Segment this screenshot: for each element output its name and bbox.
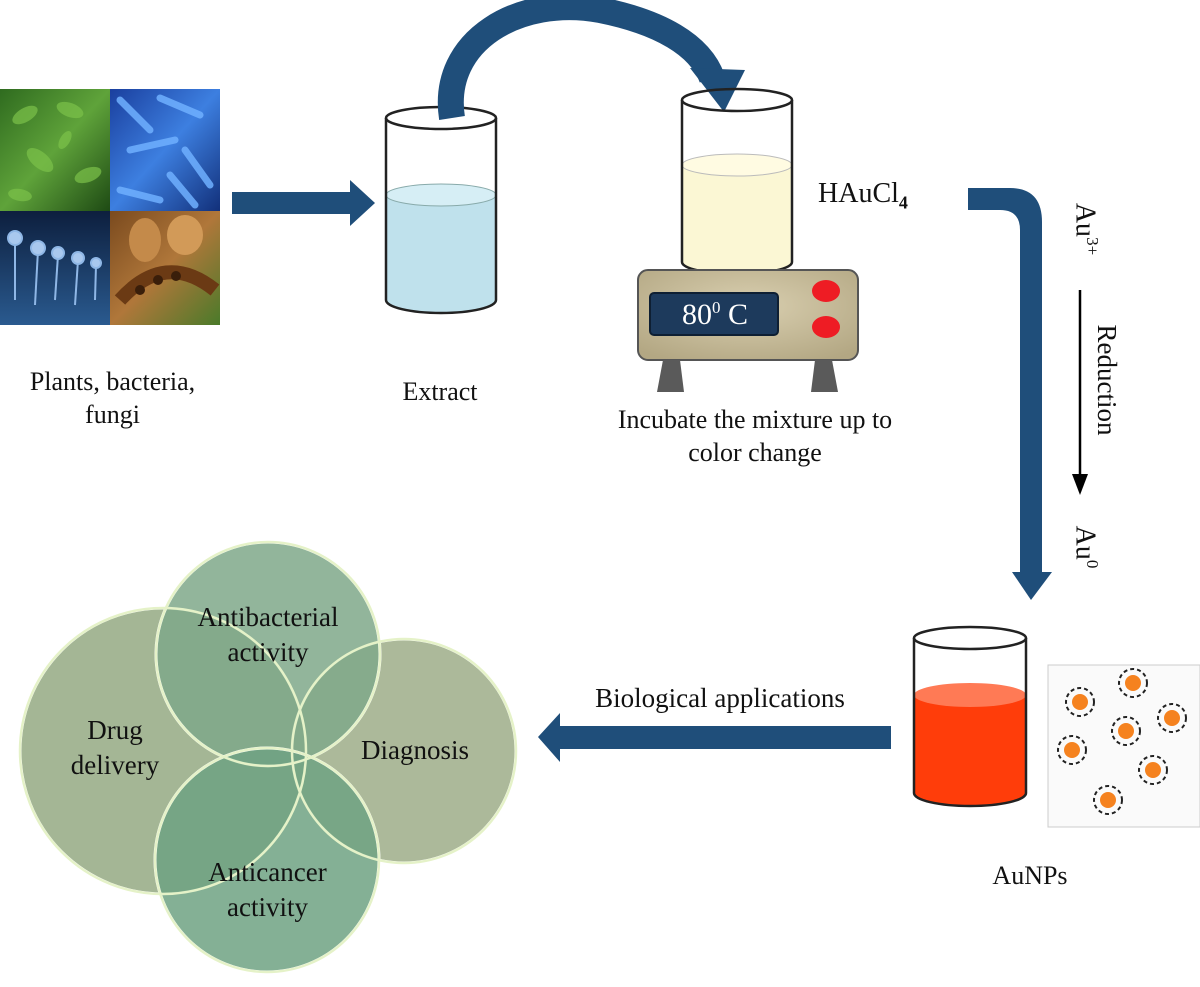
nanoparticle bbox=[1138, 755, 1168, 785]
nanoparticle bbox=[1057, 735, 1087, 765]
extract-label: Extract bbox=[402, 377, 478, 406]
curved-arrow-to-mixture bbox=[437, 0, 745, 120]
haucl4-subscript: 4 bbox=[898, 192, 908, 213]
au0-label: Au0 bbox=[1068, 517, 1102, 577]
au3-label: Au3+ bbox=[1068, 199, 1102, 259]
au0-superscript: 0 bbox=[1083, 559, 1102, 569]
hotplate-foot-right bbox=[811, 360, 838, 392]
source-image-mosaic bbox=[0, 89, 220, 325]
aunp-beaker bbox=[912, 625, 1028, 808]
nanoparticle bbox=[1118, 668, 1148, 698]
sources-label: Plants, bacteria, fungi bbox=[29, 367, 196, 429]
extract-liquid bbox=[386, 195, 496, 313]
haucl4-label: HAuCl4 bbox=[818, 176, 908, 214]
nanoparticle bbox=[1093, 785, 1123, 815]
aunps-label: AuNPs bbox=[992, 861, 1068, 890]
hotplate-knob-bottom bbox=[812, 316, 840, 338]
hotplate-knob-top bbox=[812, 280, 840, 302]
incubate-label: Incubate the mixture up to color change bbox=[617, 405, 893, 467]
nanoparticle-cluster bbox=[1047, 664, 1200, 828]
arrow-to-extract bbox=[232, 180, 375, 226]
arrow-to-aunps bbox=[968, 188, 1052, 600]
reduction-label: Reduction bbox=[1092, 324, 1122, 436]
mixture-beaker bbox=[680, 87, 794, 276]
applications-venn bbox=[18, 540, 518, 974]
nanoparticle bbox=[1065, 687, 1095, 717]
temperature-degree: 0 bbox=[711, 298, 721, 317]
drug-delivery-label: Drug delivery bbox=[70, 715, 160, 781]
bacteria-rod-pattern bbox=[116, 94, 214, 209]
anticancer-label: Anticancer activity bbox=[208, 857, 327, 923]
au3-text: Au bbox=[1069, 202, 1101, 238]
biological-applications-label: Biological applications bbox=[595, 683, 845, 713]
arrow-to-applications bbox=[538, 713, 891, 762]
aunp-liquid bbox=[914, 695, 1026, 806]
diagnosis-label: Diagnosis bbox=[361, 735, 469, 765]
plants-leaf-pattern bbox=[8, 101, 102, 202]
au0-text: Au bbox=[1069, 525, 1101, 560]
antibacterial-label: Antibacterial activity bbox=[197, 602, 339, 668]
hotplate bbox=[637, 269, 859, 392]
temperature-label: 800 C bbox=[660, 296, 770, 334]
nanoparticle bbox=[1111, 716, 1141, 746]
mixture-liquid bbox=[682, 165, 792, 274]
fungi-image bbox=[0, 211, 110, 325]
hotplate-foot-left bbox=[657, 360, 684, 392]
temperature-value: 80 bbox=[681, 298, 712, 331]
temperature-display bbox=[649, 292, 779, 336]
temperature-unit: C bbox=[720, 298, 748, 331]
reduction-arrow bbox=[1072, 290, 1088, 495]
au3-superscript: 3+ bbox=[1083, 237, 1102, 256]
nanoparticle bbox=[1157, 703, 1187, 733]
fungi-stalk-pattern bbox=[7, 230, 102, 306]
haucl4-text: HAuCl bbox=[818, 178, 899, 209]
tamarind-pod-pattern bbox=[114, 215, 220, 305]
extract-beaker bbox=[384, 105, 498, 315]
